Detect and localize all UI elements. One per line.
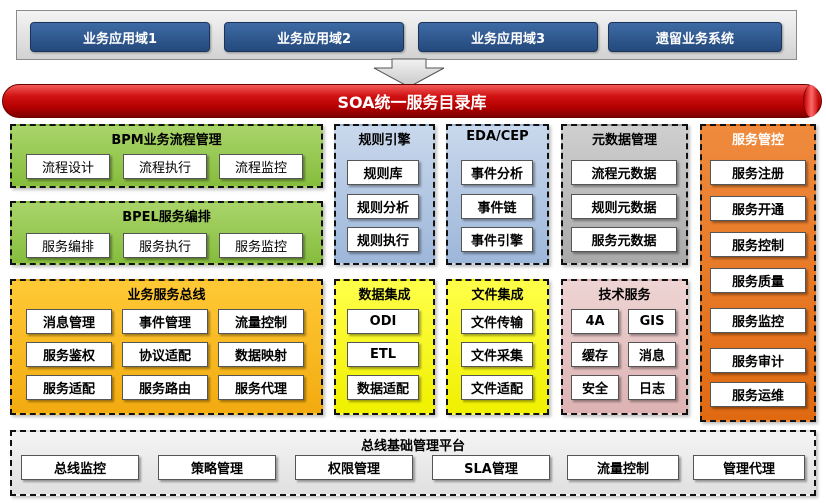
bus-platform-item[interactable]: 管理代理 [693, 455, 805, 480]
governance-item[interactable]: 服务监控 [710, 308, 806, 333]
bpm-item[interactable]: 流程执行 [123, 154, 207, 179]
service-governance-title: 服务管控 [731, 133, 784, 148]
rules-item[interactable]: 规则分析 [347, 194, 419, 219]
legacy-systems[interactable]: 遗留业务系统 [608, 22, 782, 52]
eda-item[interactable]: 事件引擎 [461, 227, 533, 252]
metadata-item[interactable]: 规则元数据 [571, 194, 677, 219]
esb-item[interactable]: 服务适配 [26, 375, 112, 400]
metadata-title: 元数据管理 [591, 133, 657, 148]
file-integration-item[interactable]: 文件采集 [461, 342, 533, 367]
tech-service-item[interactable]: 安全 [571, 375, 619, 400]
bpel-item[interactable]: 服务监控 [219, 233, 303, 258]
governance-item[interactable]: 服务审计 [710, 348, 806, 373]
tech-service-item[interactable]: 日志 [628, 375, 676, 400]
app-domain-3[interactable]: 业务应用域3 [418, 22, 598, 52]
app-domain-1[interactable]: 业务应用域1 [30, 22, 210, 52]
governance-item[interactable]: 服务质量 [710, 268, 806, 293]
rules-engine-panel: 规则引擎 规则库 规则分析 规则执行 [334, 124, 435, 265]
file-integration-item[interactable]: 文件适配 [461, 375, 533, 400]
eda-item[interactable]: 事件分析 [461, 160, 533, 185]
file-integration-item[interactable]: 文件传输 [461, 309, 533, 334]
esb-item[interactable]: 服务路由 [122, 375, 208, 400]
bpm-panel: BPM业务流程管理 流程设计 流程执行 流程监控 [10, 124, 323, 188]
tech-service-item[interactable]: 4A [571, 309, 619, 334]
bpel-panel: BPEL服务编排 服务编排 服务执行 服务监控 [10, 201, 323, 265]
bpm-item[interactable]: 流程设计 [26, 154, 110, 179]
tech-services-panel: 技术服务 4A GIS 缓存 消息 安全 日志 [561, 279, 688, 415]
file-integration-panel: 文件集成 文件传输 文件采集 文件适配 [446, 279, 549, 415]
esb-title: 业务服务总线 [127, 288, 206, 303]
eda-item[interactable]: 事件链 [461, 194, 533, 219]
bpm-item[interactable]: 流程监控 [219, 154, 303, 179]
bus-platform-item[interactable]: 策略管理 [158, 455, 276, 480]
data-integration-item[interactable]: ODI [347, 309, 419, 334]
eda-cep-panel: EDA/CEP 事件分析 事件链 事件引擎 [446, 124, 549, 265]
governance-item[interactable]: 服务控制 [710, 232, 806, 257]
esb-item[interactable]: 服务鉴权 [26, 342, 112, 367]
bpel-title: BPEL服务编排 [122, 210, 211, 225]
governance-item[interactable]: 服务注册 [710, 160, 806, 185]
esb-panel: 业务服务总线 消息管理 事件管理 流量控制 服务鉴权 协议适配 数据映射 服务适… [10, 279, 323, 415]
governance-item[interactable]: 服务运维 [710, 382, 806, 407]
bpm-title: BPM业务流程管理 [111, 133, 222, 148]
rules-title: 规则引擎 [358, 133, 411, 148]
data-integration-item[interactable]: 数据适配 [347, 375, 419, 400]
file-integration-title: 文件集成 [471, 288, 524, 303]
data-integration-title: 数据集成 [358, 288, 411, 303]
tech-service-item[interactable]: 缓存 [571, 342, 619, 367]
bpel-item[interactable]: 服务执行 [123, 233, 207, 258]
bus-platform-panel: 总线基础管理平台 总线监控 策略管理 权限管理 SLA管理 流量控制 管理代理 [10, 430, 816, 496]
esb-item[interactable]: 流量控制 [218, 309, 304, 334]
eda-title: EDA/CEP [466, 129, 529, 144]
data-integration-panel: 数据集成 ODI ETL 数据适配 [334, 279, 435, 415]
bus-platform-item[interactable]: 权限管理 [295, 455, 413, 480]
metadata-item[interactable]: 流程元数据 [571, 160, 677, 185]
tech-service-item[interactable]: 消息 [628, 342, 676, 367]
metadata-item[interactable]: 服务元数据 [571, 227, 677, 252]
pipe-end-cap [803, 85, 819, 117]
service-governance-panel: 服务管控 服务注册 服务开通 服务控制 服务质量 服务监控 服务审计 服务运维 [700, 124, 816, 422]
rules-item[interactable]: 规则库 [347, 160, 419, 185]
bus-platform-title: 总线基础管理平台 [360, 439, 465, 454]
esb-item[interactable]: 事件管理 [122, 309, 208, 334]
esb-item[interactable]: 消息管理 [26, 309, 112, 334]
bus-platform-item[interactable]: SLA管理 [432, 455, 550, 480]
tech-service-item[interactable]: GIS [628, 309, 676, 334]
rules-item[interactable]: 规则执行 [347, 227, 419, 252]
bpel-item[interactable]: 服务编排 [26, 233, 110, 258]
down-arrow-icon [373, 58, 445, 88]
esb-item[interactable]: 服务代理 [218, 375, 304, 400]
governance-item[interactable]: 服务开通 [710, 196, 806, 221]
soa-registry-label: SOA统一服务目录库 [337, 93, 487, 112]
soa-registry-bar: SOA统一服务目录库 [2, 84, 822, 118]
tech-services-title: 技术服务 [598, 288, 651, 303]
esb-item[interactable]: 协议适配 [122, 342, 208, 367]
app-domain-2[interactable]: 业务应用域2 [224, 22, 404, 52]
bus-platform-item[interactable]: 总线监控 [21, 455, 139, 480]
esb-item[interactable]: 数据映射 [218, 342, 304, 367]
data-integration-item[interactable]: ETL [347, 342, 419, 367]
metadata-panel: 元数据管理 流程元数据 规则元数据 服务元数据 [561, 124, 688, 265]
bus-platform-item[interactable]: 流量控制 [567, 455, 679, 480]
